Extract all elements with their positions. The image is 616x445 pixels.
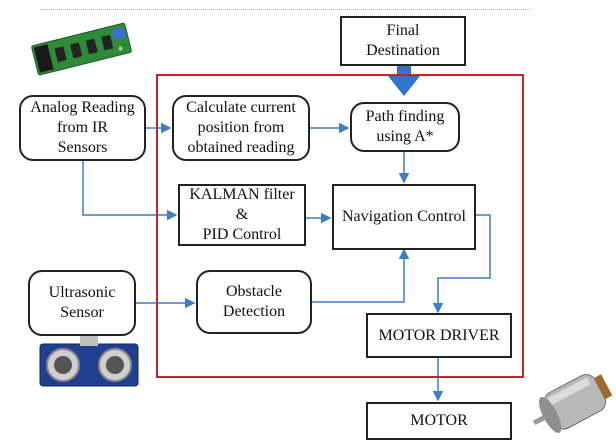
final-destination-label: Final Destination (366, 22, 440, 59)
obstacle-detection-box: Obstacle Detection (196, 270, 312, 334)
dc-motor-image (532, 373, 613, 433)
calculate-position-box: Calculate current position from obtained… (172, 95, 310, 161)
motor-driver-label: MOTOR DRIVER (378, 326, 500, 344)
analog-reading-box: Analog Reading from IR Sensors (19, 95, 146, 161)
path-finding-label: Path finding using A* (365, 108, 445, 145)
edge-analog-to-kalman (82, 160, 178, 221)
ir-sensor-board-image (31, 22, 132, 76)
path-finding-box: Path finding using A* (350, 102, 460, 152)
ultrasonic-sensor-label: Ultrasonic Sensor (48, 284, 116, 321)
obstacle-detection-label: Obstacle Detection (222, 283, 286, 320)
navigation-control-box: Navigation Control (332, 184, 476, 250)
kalman-pid-box: KALMAN filter & PID Control (178, 184, 306, 246)
top-dotted-rule (40, 9, 532, 10)
edge-navigation-to-driver (432, 214, 491, 314)
calculate-position-label: Calculate current position from obtained… (186, 99, 296, 156)
kalman-pid-label: KALMAN filter & PID Control (189, 186, 295, 243)
final-destination-box: Final Destination (340, 16, 466, 66)
analog-reading-label: Analog Reading from IR Sensors (30, 99, 135, 156)
motor-box: MOTOR (366, 402, 512, 440)
ultrasonic-sensor-box: Ultrasonic Sensor (28, 270, 136, 336)
processing-frame (156, 74, 524, 378)
motor-driver-box: MOTOR DRIVER (366, 313, 512, 358)
ultrasonic-module-image (39, 336, 139, 387)
destination-arrow (388, 64, 420, 96)
edge-obstacle-to-navigation (312, 248, 410, 303)
navigation-control-label: Navigation Control (342, 208, 466, 225)
motor-label: MOTOR (410, 412, 468, 429)
